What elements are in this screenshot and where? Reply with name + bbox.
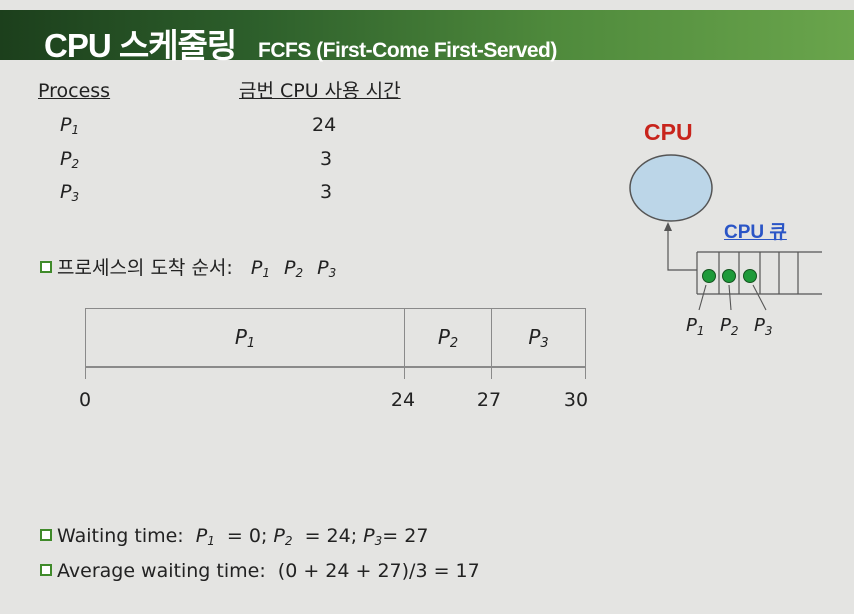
- average-waiting-time-line: Average waiting time: (0 + 24 + 27)/3 = …: [40, 560, 480, 582]
- gantt-axis: [85, 367, 585, 368]
- gantt-tick: [404, 367, 405, 379]
- waiting-process: P3: [363, 525, 383, 548]
- pointer-line: [728, 284, 732, 311]
- gantt-tick: [491, 367, 492, 379]
- cpu-queue-diagram: P1 P2 P3: [629, 154, 822, 338]
- waiting-time-label: Waiting time:: [57, 525, 184, 547]
- queue-to-cpu-arrow: [667, 228, 697, 271]
- average-waiting-time-label: Average waiting time:: [57, 560, 266, 582]
- queue-process-label: P1: [686, 315, 705, 338]
- checkbox-bullet-icon: [40, 564, 52, 576]
- gantt-segment: P2: [404, 308, 491, 367]
- gantt-tick-label: 0: [78, 389, 92, 411]
- gantt-tick-label: 30: [563, 389, 589, 411]
- table-header-burst-time: 금번 CPU 사용 시간: [239, 80, 401, 102]
- arrival-order-line: 프로세스의 도착 순서: P1 P2 P3: [40, 257, 336, 284]
- table-header-process: Process: [38, 80, 111, 102]
- waiting-time-line: Waiting time: P1 = 0; P2 = 24; P3= 27: [40, 525, 428, 552]
- checkbox-bullet-icon: [40, 529, 52, 541]
- slide-title: CPU 스케줄링: [44, 27, 237, 64]
- title-bar: CPU 스케줄링 FCFS (First-Come First-Served): [0, 10, 854, 64]
- queue-process-dot: [702, 269, 716, 283]
- table-row-process: P3: [60, 181, 80, 204]
- gantt-tick: [585, 367, 586, 379]
- slide-subtitle: FCFS (First-Come First-Served): [258, 39, 557, 62]
- waiting-value: = 27: [382, 525, 429, 547]
- pointer-line: [752, 284, 767, 311]
- arrow-head-icon: [664, 222, 672, 231]
- table-row-process: P2: [60, 148, 80, 171]
- gantt-segment: P1: [85, 308, 404, 367]
- cpu-circle: [629, 154, 713, 222]
- arrival-process: P3: [317, 257, 337, 280]
- table-row-time: 24: [312, 114, 337, 136]
- gantt-tick-label: 27: [476, 389, 502, 411]
- pointer-line: [698, 284, 707, 311]
- queue-slots: [696, 251, 822, 295]
- queue-process-label: P2: [720, 315, 739, 338]
- checkbox-bullet-icon: [40, 261, 52, 273]
- cpu-queue-label: CPU 큐: [724, 222, 787, 243]
- waiting-process: P1: [195, 525, 215, 548]
- waiting-value: = 24;: [304, 525, 358, 547]
- waiting-value: = 0;: [226, 525, 268, 547]
- table-row-time: 3: [320, 148, 333, 170]
- waiting-process: P2: [273, 525, 293, 548]
- queue-process-label: P3: [754, 315, 773, 338]
- table-row-process: P1: [60, 114, 80, 137]
- queue-process-dot: [722, 269, 736, 283]
- gantt-segment-label: P3: [528, 325, 549, 351]
- arrival-process: P2: [284, 257, 304, 280]
- gantt-segment: P3: [491, 308, 586, 367]
- arrival-order-label: 프로세스의 도착 순서:: [57, 257, 233, 279]
- gantt-tick: [85, 367, 86, 379]
- queue-process-dot: [743, 269, 757, 283]
- gantt-segment-label: P1: [234, 325, 256, 351]
- table-row-time: 3: [320, 181, 333, 203]
- gantt-tick-label: 24: [390, 389, 416, 411]
- average-waiting-time-formula: (0 + 24 + 27)/3 = 17: [277, 560, 480, 582]
- gantt-segment-label: P2: [437, 325, 459, 351]
- arrival-process: P1: [250, 257, 270, 280]
- cpu-label: CPU: [644, 119, 693, 145]
